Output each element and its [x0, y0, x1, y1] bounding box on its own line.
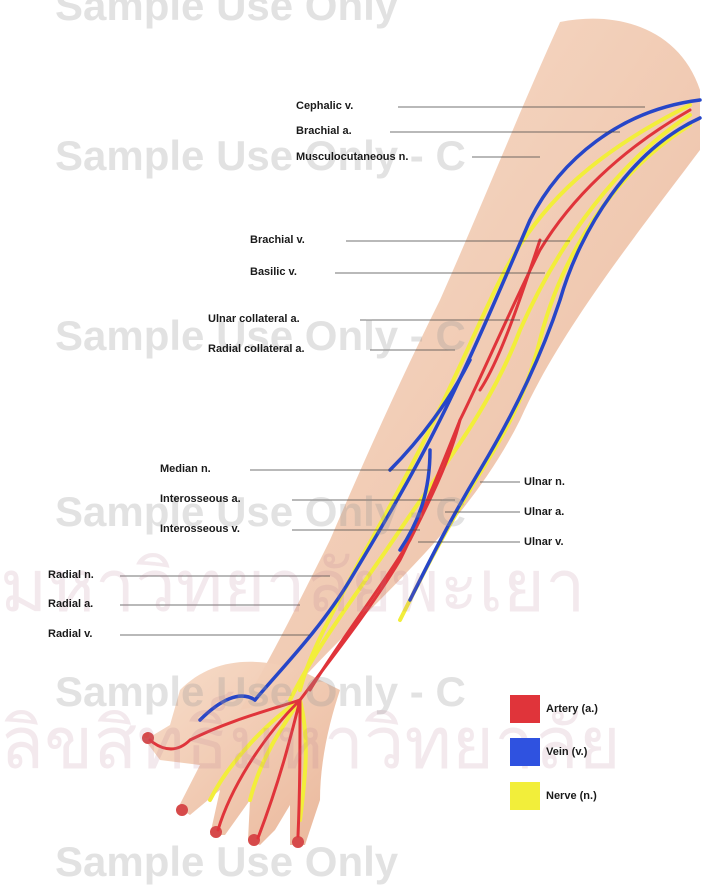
label-radial-v: Radial v.	[48, 628, 92, 641]
label-brachial-v: Brachial v.	[250, 234, 305, 247]
label-ulnar-collateral-a: Ulnar collateral a.	[208, 313, 300, 326]
label-radial-a: Radial a.	[48, 598, 93, 611]
legend-label-nerve: Nerve (n.)	[546, 790, 597, 802]
legend-swatch-nerve	[510, 782, 540, 810]
legend-swatch-vein	[510, 738, 540, 766]
label-basilic-v: Basilic v.	[250, 266, 297, 279]
label-musculocutaneous-n: Musculocutaneous n.	[296, 151, 408, 164]
label-cephalic-v: Cephalic v.	[296, 100, 353, 113]
watermark-text: Sample Use Only	[55, 838, 398, 886]
fingertip	[176, 804, 188, 816]
label-brachial-a: Brachial a.	[296, 125, 352, 138]
label-interosseous-v: Interosseous v.	[160, 523, 240, 536]
label-radial-collateral-a: Radial collateral a.	[208, 343, 305, 356]
legend-label-artery: Artery (a.)	[546, 703, 598, 715]
label-median-n: Median n.	[160, 463, 211, 476]
label-radial-n: Radial n.	[48, 569, 94, 582]
label-interosseous-a: Interosseous a.	[160, 493, 241, 506]
watermark-thai: มหาวิทยาลัยพะเยา	[0, 528, 586, 643]
legend-swatch-artery	[510, 695, 540, 723]
label-ulnar-v: Ulnar v.	[524, 536, 564, 549]
watermark-text: Sample Use Only	[55, 0, 398, 30]
legend-label-vein: Vein (v.)	[546, 746, 587, 758]
label-ulnar-n: Ulnar n.	[524, 476, 565, 489]
label-ulnar-a: Ulnar a.	[524, 506, 564, 519]
